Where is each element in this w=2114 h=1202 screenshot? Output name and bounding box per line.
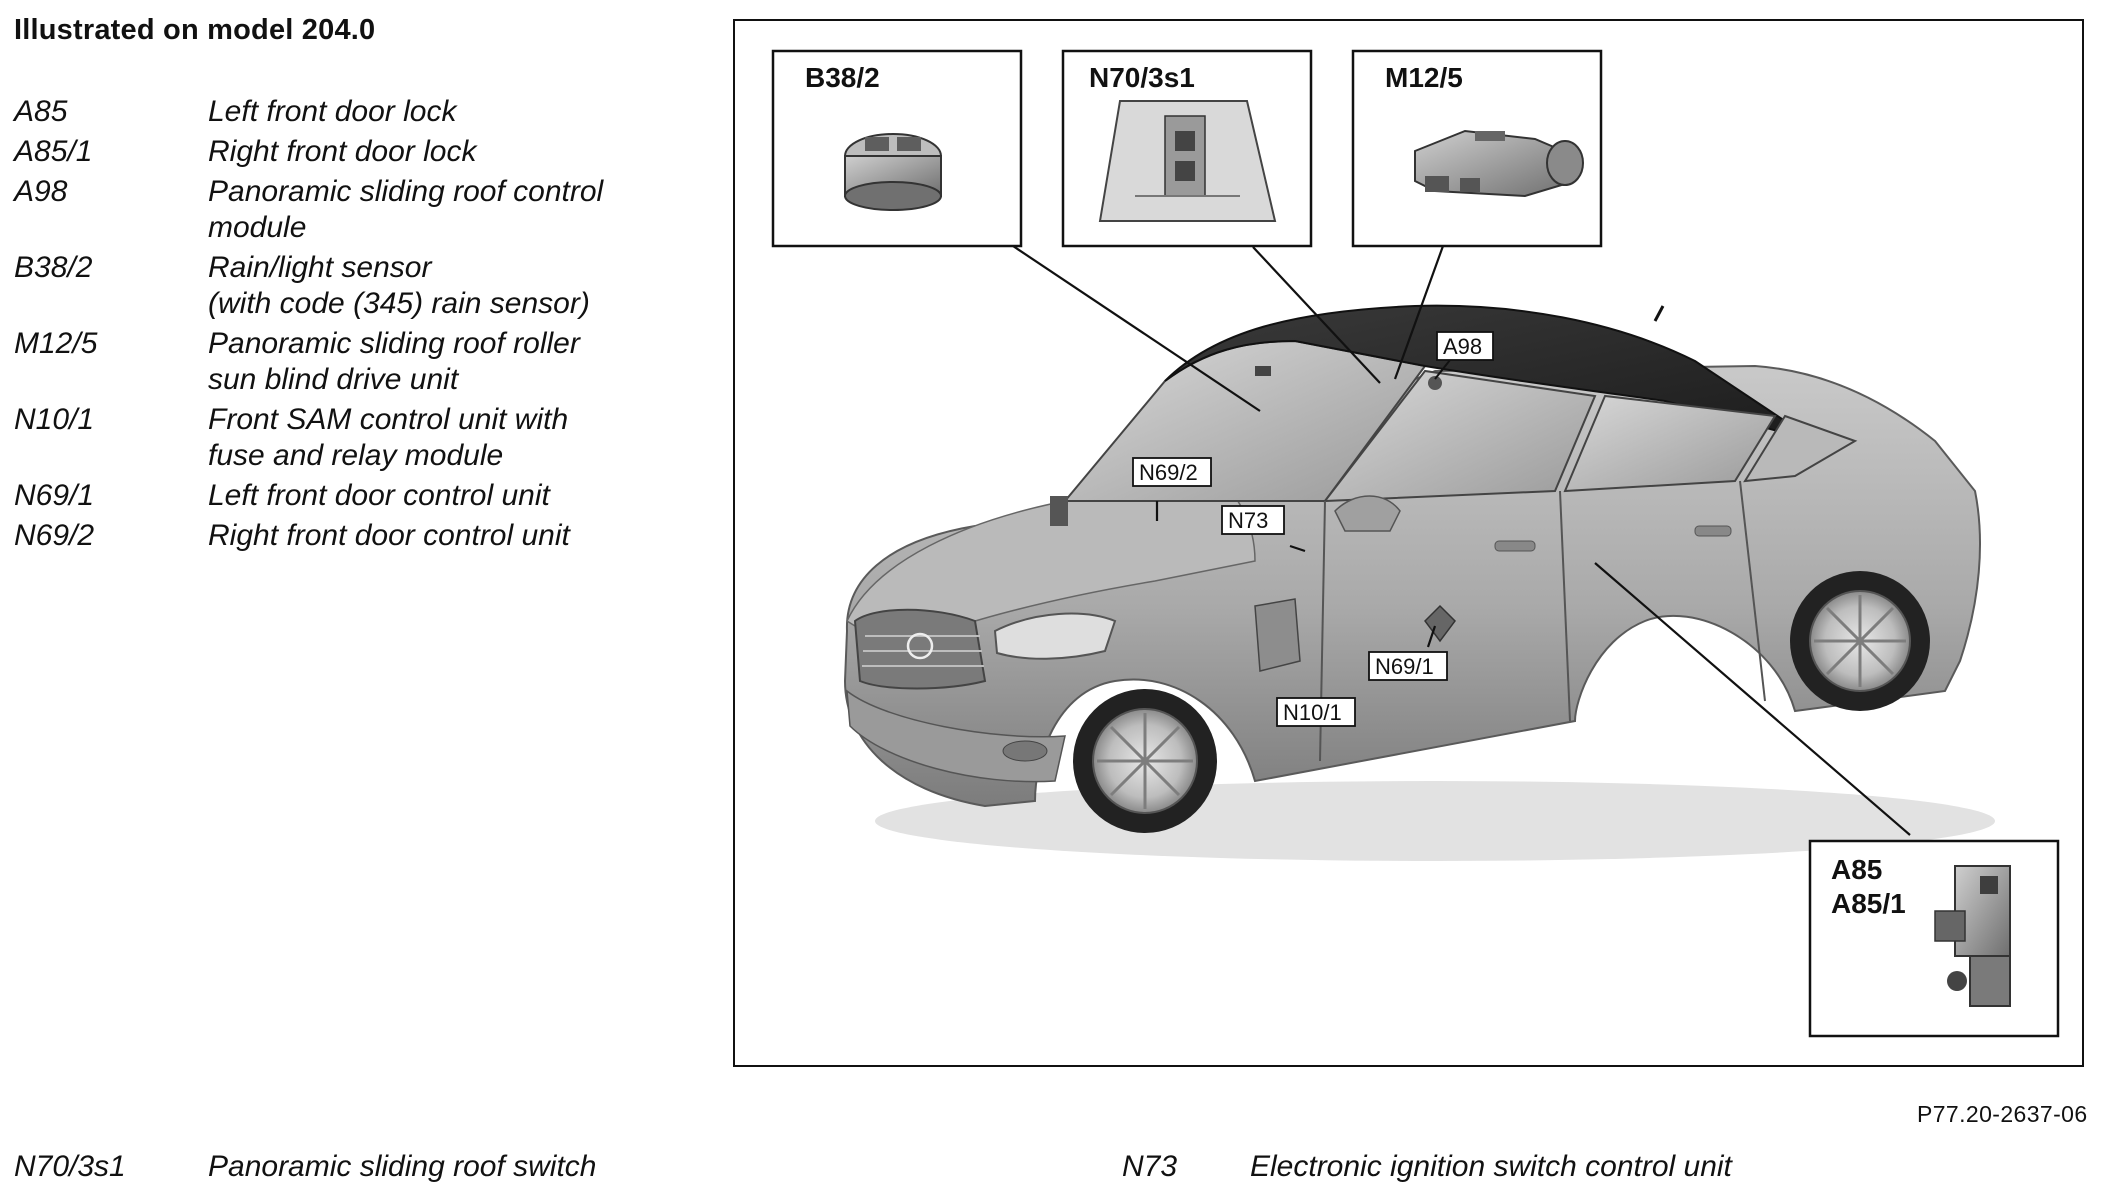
- legend-item: N69/1 Left front door control unit: [14, 478, 694, 514]
- callout-a98: A98: [1434, 331, 1494, 380]
- bottom-legend-item: N70/3s1 Panoramic sliding roof switch: [14, 1150, 597, 1184]
- legend-description: Left front door lock: [208, 95, 457, 128]
- legend-code: N70/3s1: [14, 1150, 126, 1183]
- component-legend: A85 Left front door lock A85/1 Right fro…: [14, 94, 694, 558]
- legend-code: A98: [14, 175, 68, 208]
- leader-lines: [1012, 245, 1911, 836]
- legend-code: N10/1: [14, 403, 95, 436]
- legend-code: N69/1: [14, 479, 95, 512]
- detail-box-label: N70/3s1: [1089, 62, 1195, 93]
- legend-description: Panoramic sliding roof roller sun blind …: [208, 327, 580, 396]
- door-lock-icon: [1934, 865, 2011, 1007]
- detail-box-label: B38/2: [805, 62, 880, 93]
- legend-description: Right front door control unit: [208, 519, 570, 552]
- callout-n69-1: N69/1: [1368, 651, 1448, 681]
- vehicle-diagram-frame: B38/2 N70/3s1 M12/5: [733, 19, 2084, 1067]
- detail-box-a85: A85 A85/1: [1808, 839, 2060, 1038]
- legend-item: N69/2 Right front door control unit: [14, 518, 694, 554]
- callout-n73: N73: [1221, 505, 1285, 535]
- legend-description: Panoramic sliding roof switch: [208, 1150, 597, 1183]
- figure-reference: P77.20-2637-06: [1917, 1101, 2088, 1127]
- legend-item: B38/2 Rain/light sensor (with code (345)…: [14, 250, 694, 322]
- callout-n10-1: N10/1: [1276, 697, 1356, 727]
- callout-label: N10/1: [1283, 700, 1342, 725]
- legend-item: A85/1 Right front door lock: [14, 134, 694, 170]
- callout-label: N73: [1228, 508, 1268, 533]
- car-illustration: [843, 304, 1995, 861]
- detail-box-m12-5: M12/5: [1351, 49, 1603, 248]
- legend-item: A85 Left front door lock: [14, 94, 694, 130]
- detail-box-label: M12/5: [1385, 62, 1463, 93]
- detail-box-n70-3s1: N70/3s1: [1061, 49, 1313, 248]
- legend-description: Rain/light sensor (with code (345) rain …: [208, 251, 590, 320]
- legend-description: Front SAM control unit with fuse and rel…: [208, 403, 569, 472]
- callout-label: N69/2: [1139, 460, 1198, 485]
- bottom-legend-item: N73 Electronic ignition switch control u…: [1122, 1150, 1732, 1184]
- legend-item: M12/5 Panoramic sliding roof roller sun …: [14, 326, 694, 398]
- legend-code: N73: [1122, 1150, 1178, 1183]
- rain-light-sensor-icon: [844, 133, 942, 211]
- legend-item: A98 Panoramic sliding roof control modul…: [14, 174, 694, 246]
- detail-box-label: A85: [1831, 854, 1882, 885]
- detail-box-b38-2: B38/2: [771, 49, 1023, 248]
- legend-code: B38/2: [14, 251, 93, 284]
- legend-item: N10/1 Front SAM control unit with fuse a…: [14, 402, 694, 474]
- legend-code: N69/2: [14, 519, 95, 552]
- legend-code: M12/5: [14, 327, 98, 360]
- detail-box-label: A85/1: [1831, 888, 1906, 919]
- legend-code: A85/1: [14, 135, 93, 168]
- page-title: Illustrated on model 204.0: [14, 14, 376, 46]
- legend-description: Right front door lock: [208, 135, 477, 168]
- legend-code: A85: [14, 95, 68, 128]
- legend-description: Panoramic sliding roof control module: [208, 175, 604, 244]
- sliding-roof-switch-icon: [1098, 100, 1277, 222]
- callout-label: A98: [1443, 334, 1482, 359]
- legend-description: Electronic ignition switch control unit: [1250, 1150, 1732, 1183]
- callout-n69-2: N69/2: [1132, 457, 1212, 487]
- legend-description: Left front door control unit: [208, 479, 550, 512]
- callout-label: N69/1: [1375, 654, 1434, 679]
- roller-blind-drive-icon: [1414, 129, 1584, 198]
- vehicle-diagram: B38/2 N70/3s1 M12/5: [771, 49, 2060, 1038]
